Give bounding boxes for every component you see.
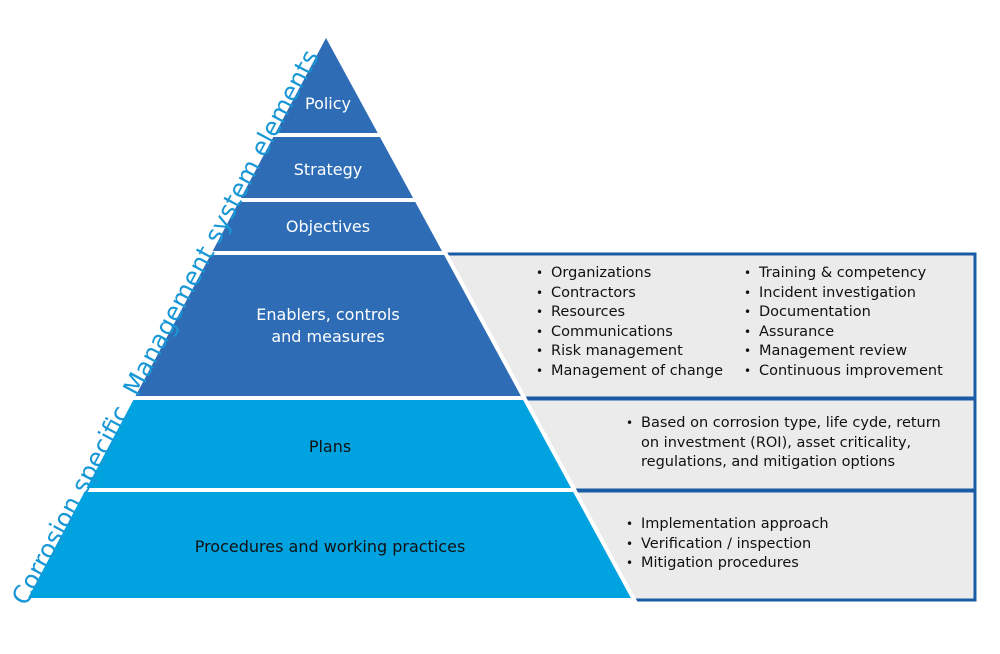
list-item-text: Assurance [759,323,835,340]
plans-panel [500,397,977,492]
bullet-icon: • [536,305,544,320]
list-item-text: Management of change [551,362,724,379]
procedures-list: • Implementation approach • Verification /… [626,515,829,574]
bullet-icon: • [536,344,544,359]
bullet-icon: • [626,517,634,531]
list-item-text: Organizations [551,265,652,281]
list-item: • Incident investigation [744,284,943,304]
tier-label-enablers-line1: Enablers, controls [256,305,400,324]
tier-label-objectives: Objectives [285,217,371,236]
list-item: • Implementation approach [626,515,829,535]
list-item: • Management of change [536,362,723,382]
tier-label-plans: Plans [308,437,352,456]
list-item-text: Resources [551,304,626,321]
list-item: • Continuous improvement [744,362,943,382]
enablers-list-left: • Organizations • Contractors • Resources •… [536,264,723,382]
list-item-text: Training & competency [759,265,927,281]
plans-list: • Based on corrosion type, life cyde, re… [626,414,941,473]
bullet-icon: • [744,305,752,320]
list-item: • Mitigation procedures [626,554,829,574]
bullet-icon: • [626,556,634,571]
list-item: • Verification / inspection [626,535,829,555]
tier-policy [275,38,378,133]
list-item-text: Management review [759,343,908,360]
list-item: • Training & competency [744,264,943,284]
tier-label-policy: Policy [304,94,352,113]
tier-label-enablers-line2: and measures [271,327,385,346]
list-item: • Documentation [744,303,943,323]
list-item-text: Contractors [551,284,636,301]
enablers-panel [421,252,977,400]
bullet-icon: • [626,536,634,551]
list-item: • Management review [744,342,943,362]
bullet-icon: • [744,266,752,280]
list-item: • Based on corrosion type, life cyde, re… [626,414,941,473]
list-item: • Resources [536,303,723,323]
bullet-icon: • [744,363,752,378]
bullet-icon: • [626,416,634,430]
list-item-text: Continuous improvement [759,362,943,379]
bullet-icon: • [744,324,752,339]
bullet-icon: • [536,324,544,339]
tier-label-procedures: Procedures and working practices [194,537,466,556]
list-item-text: Incident investigation [759,284,916,301]
list-item-text: Communications [551,323,673,340]
bullet-icon: • [536,266,544,280]
list-item-text: Mitigation procedures [641,555,799,572]
plans-line-1: Based on corrosion type, life cyde, retu… [641,415,941,431]
plans-line-3: regulations, and mitigation options [641,454,896,471]
tier-strategy [240,137,414,198]
list-item: • Organizations [536,264,723,284]
pyramid-tiers [28,38,631,598]
tier-enablers [135,255,521,396]
list-item-text: Verification / inspection [641,535,812,552]
list-item: • Assurance [744,323,943,343]
bullet-icon: • [536,363,544,378]
bullet-icon: • [744,344,752,359]
list-item: • Communications [536,323,723,343]
list-item: • Contractors [536,284,723,304]
tier-objectives [212,202,442,251]
enablers-list-right: • Training & competency • Incident investi… [744,264,943,382]
tier-plans [86,400,572,488]
list-item-text: Risk management [551,343,683,360]
info-panels [421,252,977,602]
bullet-icon: • [744,285,752,300]
plans-line-2: on investment (ROI), asset criticality, [641,434,912,451]
tier-procedures [28,492,631,598]
list-item: • Risk management [536,342,723,362]
list-item-text: Implementation approach [641,516,829,532]
bullet-icon: • [536,285,544,300]
tier-label-enablers: Enablers, controls and measures [150,304,506,348]
list-item-text: Documentation [759,304,871,321]
tier-label-strategy: Strategy [293,160,363,179]
